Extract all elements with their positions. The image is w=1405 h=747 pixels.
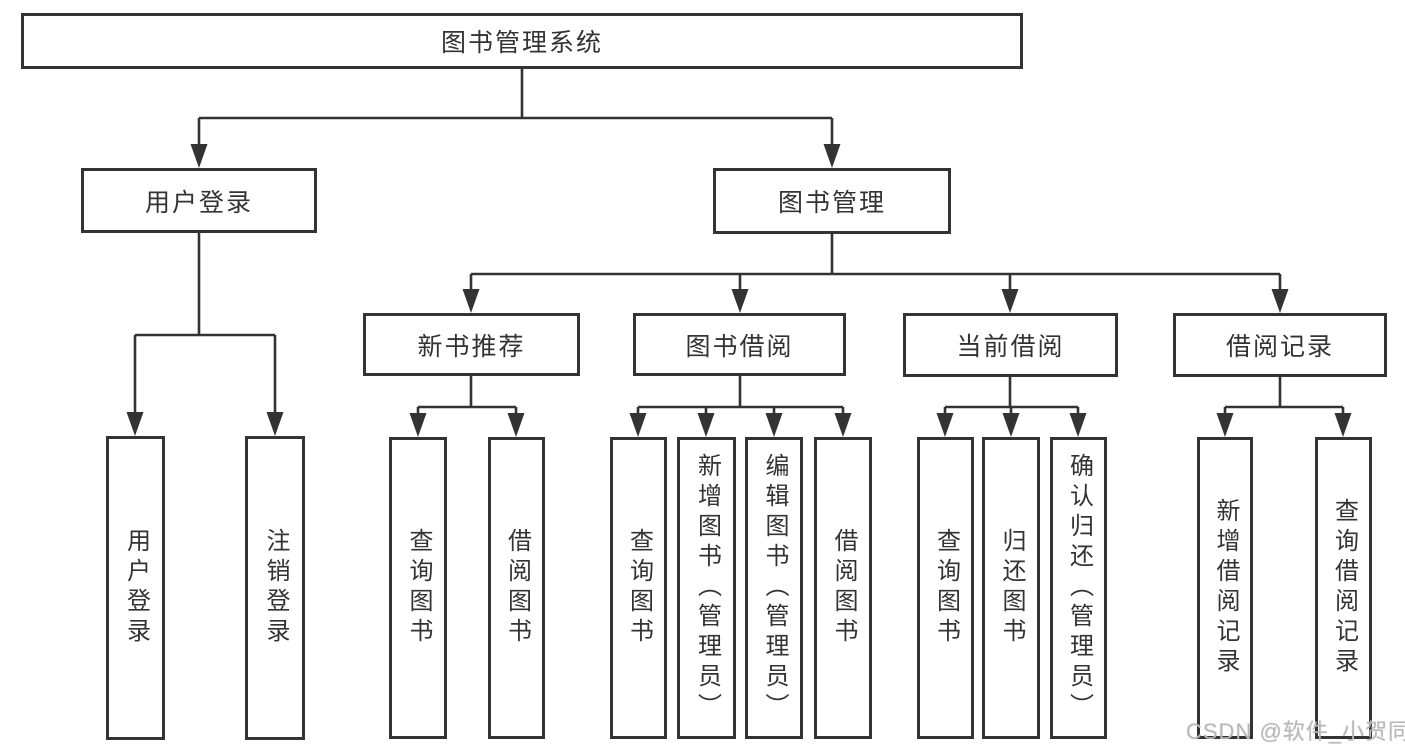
arrow-icon: [731, 289, 749, 313]
node-borrow-record: 借阅记录: [1173, 313, 1387, 377]
arrow-icon: [1271, 289, 1289, 313]
node-book-management: 图书管理: [713, 168, 951, 234]
arrow-icon: [765, 413, 783, 437]
arrow-icon: [834, 413, 852, 437]
arrow-icon: [1001, 289, 1019, 313]
leaf-query-book-2: 查询图书: [610, 437, 667, 739]
arrow-icon: [190, 144, 208, 168]
arrow-icon: [507, 413, 525, 437]
leaf-add-book-admin: 新增图书（管理员）: [677, 437, 736, 739]
leaf-borrow-book-2: 借阅图书: [814, 437, 872, 739]
node-book-borrow: 图书借阅: [633, 313, 846, 376]
node-user-login: 用户登录: [81, 168, 317, 233]
arrow-icon: [1334, 413, 1352, 437]
leaf-edit-book-admin: 编辑图书（管理员）: [745, 437, 803, 739]
arrow-icon: [936, 413, 954, 437]
arrow-icon: [462, 289, 480, 313]
leaf-query-book-3: 查询图书: [917, 437, 974, 739]
arrow-icon: [126, 412, 144, 436]
leaf-confirm-return-admin: 确认归还（管理员）: [1050, 437, 1107, 739]
arrow-icon: [697, 413, 715, 437]
csdn-watermark: CSDN @软件_小贺同学: [1186, 719, 1405, 744]
node-new-book-recommend: 新书推荐: [363, 313, 580, 376]
arrow-icon: [823, 144, 841, 168]
arrow-icon: [266, 412, 284, 436]
leaf-query-book-1: 查询图书: [389, 437, 447, 739]
arrow-icon: [629, 413, 647, 437]
arrow-icon: [1216, 413, 1234, 437]
leaf-add-borrow-record: 新增借阅记录: [1197, 437, 1253, 739]
leaf-logout: 注销登录: [245, 436, 305, 740]
arrow-icon: [1069, 413, 1087, 437]
arrow-icon: [1002, 413, 1020, 437]
leaf-query-borrow-record: 查询借阅记录: [1315, 437, 1372, 739]
leaf-borrow-book-1: 借阅图书: [488, 437, 545, 739]
leaf-return-book: 归还图书: [982, 437, 1040, 739]
leaf-user-login: 用户登录: [106, 436, 165, 740]
node-current-borrow: 当前借阅: [903, 313, 1118, 377]
arrow-icon: [409, 413, 427, 437]
node-root: 图书管理系统: [21, 13, 1023, 69]
